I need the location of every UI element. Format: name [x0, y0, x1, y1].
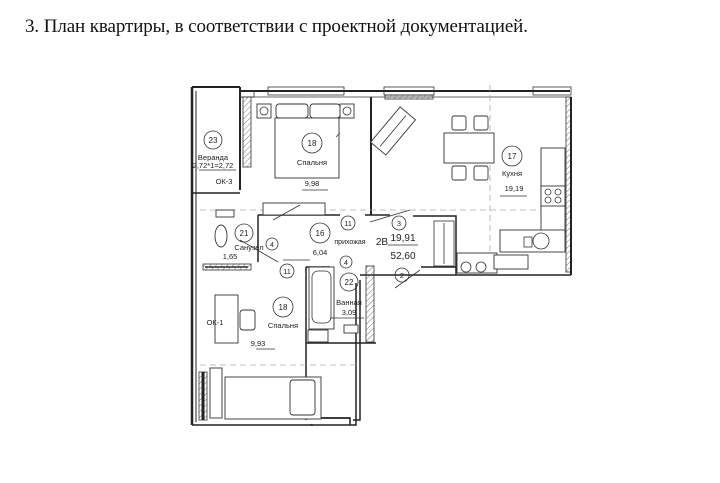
svg-text:4: 4 — [270, 242, 274, 249]
svg-text:11: 11 — [344, 219, 352, 228]
room-number: 22 — [345, 278, 354, 287]
room-hallway: 16 прихожая 6,04 — [309, 222, 366, 257]
room-area: 3,09 — [342, 308, 357, 317]
room-bathroom: 22 Ванная 3,09 — [336, 272, 362, 317]
room-area: 9,93 — [251, 339, 266, 348]
bedroom2-furniture — [198, 294, 322, 421]
dresser — [262, 202, 326, 216]
room-bedroom-1: 18 Спальня 9,98 — [297, 132, 327, 188]
room-veranda: 23 Веранда 2,72*1=2,72 ОК-3 — [193, 130, 234, 186]
room-number: 17 — [508, 152, 517, 161]
window-mark: ОК-1 — [207, 318, 224, 327]
double-bed — [256, 103, 355, 179]
window-mark: ОК-3 — [216, 177, 233, 186]
room-name: Спальня — [268, 321, 298, 330]
plan-caption: 3. План квартиры, в соответствии с проек… — [25, 16, 528, 37]
room-kitchen: 17 Кухня 19,19 — [501, 145, 524, 193]
armchair — [369, 106, 417, 156]
marker-11-top: 11 — [340, 215, 356, 231]
apartment-summary: 2В 19,91 52,60 — [376, 233, 416, 262]
toilet — [214, 209, 235, 248]
veranda-walls — [192, 87, 255, 194]
apartment-type: 2В — [376, 237, 389, 248]
dining-table — [443, 115, 495, 181]
bathtub — [307, 266, 359, 343]
svg-text:4: 4 — [344, 260, 348, 267]
windows — [267, 86, 572, 100]
marker-4-left: 4 — [265, 237, 279, 251]
room-name: Веранда — [198, 153, 229, 162]
room-area: 9,98 — [305, 179, 320, 188]
room-name: прихожая — [334, 239, 365, 246]
outer-walls — [190, 86, 572, 426]
total-area: 52,60 — [390, 251, 415, 262]
marker-3: 3 — [391, 215, 407, 231]
room-name: Кухня — [502, 169, 522, 178]
marker-4-hall: 4 — [339, 255, 353, 269]
room-area: 19,19 — [505, 184, 524, 193]
svg-text:11: 11 — [283, 267, 291, 276]
room-name: Санузел — [234, 243, 263, 252]
room-number: 18 — [308, 139, 317, 148]
room-number: 16 — [316, 229, 325, 238]
marker-11-bottom: 11 — [279, 263, 295, 279]
room-name: Спальня — [297, 158, 327, 167]
marker-2: 2 — [394, 267, 410, 283]
wardrobe — [433, 220, 455, 267]
room-area: 6,04 — [313, 248, 328, 257]
room-number: 23 — [209, 136, 218, 145]
room-area: 2,72*1=2,72 — [193, 161, 234, 170]
room-wc: 21 Санузел 1,65 — [223, 223, 264, 261]
svg-text:3: 3 — [397, 219, 401, 228]
room-area: 1,65 — [223, 252, 238, 261]
room-number: 21 — [240, 229, 249, 238]
room-bedroom-2: 18 Спальня 9,93 ОК-1 — [207, 296, 298, 348]
room-name: Ванная — [336, 298, 362, 307]
svg-text:2: 2 — [400, 271, 404, 280]
living-area: 19,91 — [390, 233, 415, 244]
kitchen-counter — [456, 147, 566, 274]
room-number: 18 — [279, 303, 288, 312]
